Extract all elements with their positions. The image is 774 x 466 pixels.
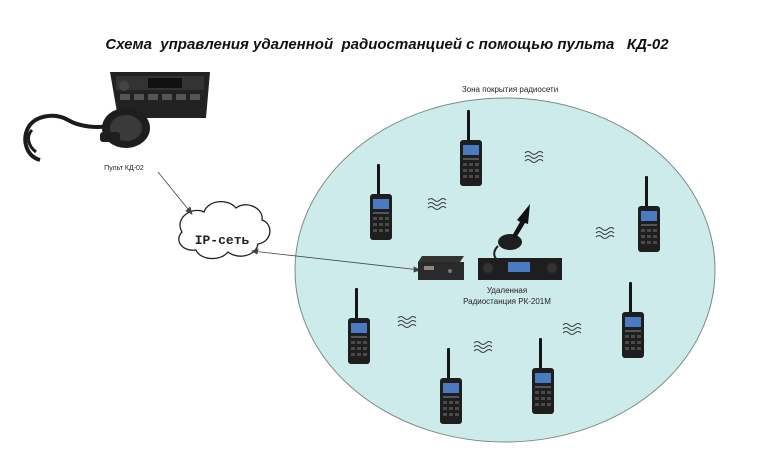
ip-cloud-icon (178, 201, 271, 260)
coverage-label: Зона покрытия радиосети (462, 85, 558, 94)
base-station-icon (418, 234, 562, 280)
console-label: Пульт КД-02 (104, 165, 144, 172)
cloud-label: IP-сеть (195, 233, 250, 248)
station-label-line2: Радиостанция РК-201М (463, 297, 551, 306)
radio-console-icon (23, 72, 210, 162)
transmit-arrow-icon (512, 204, 530, 238)
connection-lines (157, 171, 422, 273)
diagram-title: Схема управления удаленной радиостанцией… (105, 36, 669, 53)
station-label-line1: Удаленная (487, 286, 527, 295)
